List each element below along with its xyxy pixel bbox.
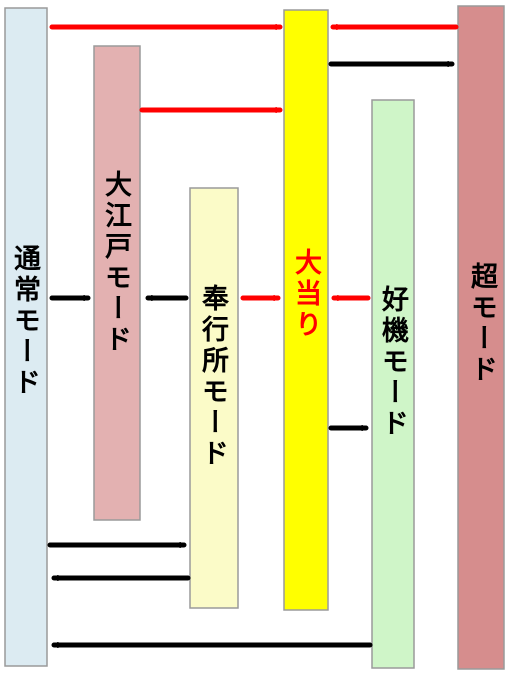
super-mode-bar (457, 5, 505, 670)
oedo-mode-bar (93, 45, 141, 521)
normal-mode-label: 通常モード (9, 244, 40, 399)
kouki-mode-bar (371, 99, 415, 669)
bugyosho-mode-label: 奉行所モード (197, 284, 228, 470)
super-mode-label: 超モード (466, 262, 497, 386)
normal-mode-bar (4, 7, 48, 667)
oedo-mode-label: 大江戸モード (100, 170, 131, 356)
kouki-mode-label: 好機モード (377, 285, 408, 440)
bugyosho-mode-bar (189, 187, 239, 609)
jackpot-label: 大当り (290, 248, 321, 341)
jackpot-bar (283, 9, 329, 611)
